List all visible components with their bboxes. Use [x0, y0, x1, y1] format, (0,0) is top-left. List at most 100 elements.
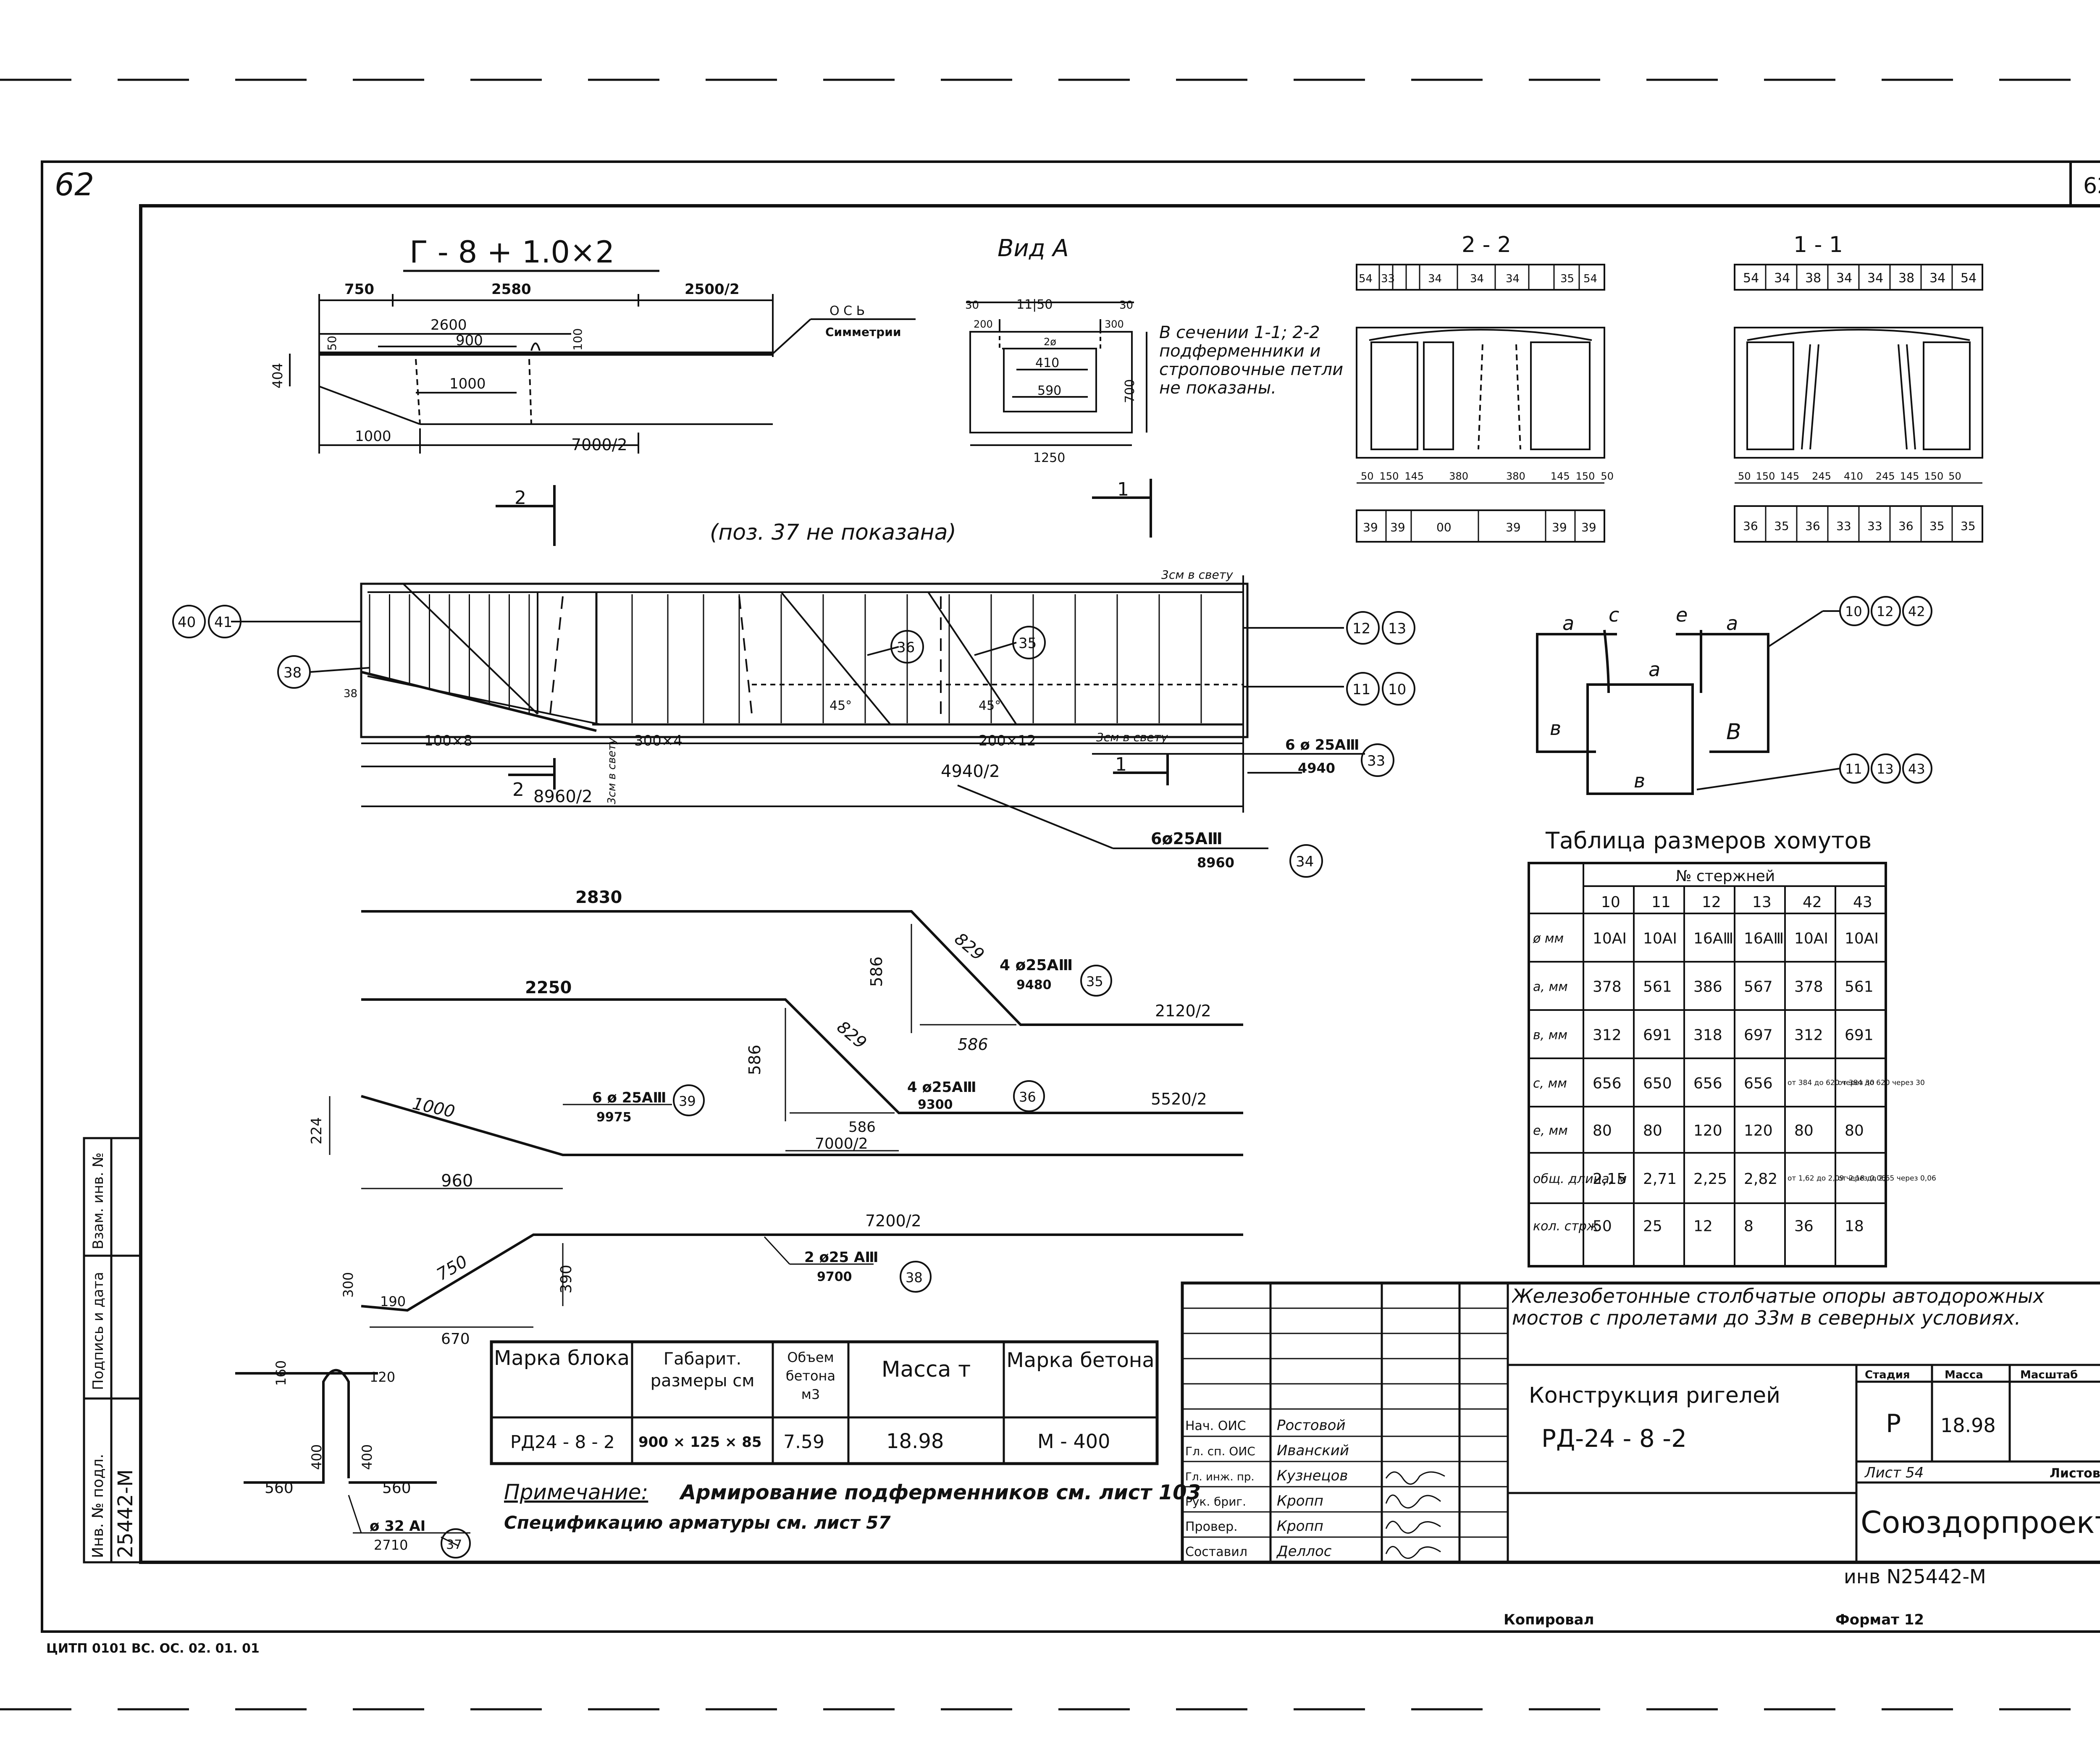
s22-top-5: 34 — [1470, 273, 1484, 285]
s22-top-0: 54 — [1359, 273, 1373, 285]
elevation: (поз. 37 не показана) — [172, 479, 1415, 878]
stirrup-callout-12: 12 — [1877, 603, 1894, 619]
stirrup-table-header: 10 — [1601, 894, 1620, 911]
view-a-dim-590: 590 — [1037, 383, 1061, 398]
staff-role-4: Провер. — [1185, 1519, 1238, 1534]
stirrup-table-cell: 567 — [1744, 979, 1773, 996]
stirrup-table-cell: от 2,18 до 2,65 через 0,06 — [1838, 1174, 1936, 1183]
stirrup-table-cell: 50 — [1593, 1218, 1612, 1235]
stirrup-table-cell: от 1,62 до 2,09 через 0,06 — [1788, 1174, 1886, 1183]
stirrup-table-header: 42 — [1803, 894, 1822, 911]
bar37-pos: 37 — [446, 1538, 462, 1552]
sheets-label: Листов — [2050, 1466, 2100, 1481]
s11-bottom-3: 33 — [1836, 519, 1851, 533]
bar-34-length: 8960 — [1197, 855, 1234, 871]
bar35-tail: 2120/2 — [1155, 1002, 1211, 1020]
stirrup-table-cell: 120 — [1744, 1122, 1773, 1139]
stirrup-table-cell: 80 — [1845, 1122, 1864, 1139]
stirrup-lines-zone-1 — [369, 594, 530, 714]
spacing-200x12: 200×12 — [979, 732, 1036, 749]
block-dims-value: 900 × 125 × 85 — [638, 1434, 762, 1451]
dim-2600: 2600 — [430, 317, 467, 333]
stirrup-table-cell: 561 — [1845, 979, 1874, 996]
view-a-dim-30a: 30 — [965, 299, 979, 312]
stirrup-table-cell: 120 — [1693, 1122, 1722, 1139]
callout-13: 13 — [1388, 620, 1406, 637]
title-block: Железобетонные столбчатые опоры автодоро… — [1181, 1281, 2100, 1564]
stirrup-letter-v2: в — [1634, 769, 1645, 792]
section-2-2-grid — [1357, 265, 1604, 542]
s11-top-4: 34 — [1867, 271, 1883, 286]
s11-bottom-2: 36 — [1805, 519, 1820, 533]
format-label: Формат 12 — [1835, 1611, 1924, 1628]
stirrup-table-row-label: ø мм — [1533, 931, 1564, 946]
bar38-hook: 190 — [380, 1294, 406, 1309]
view-a-dim-1150: 11|50 — [1016, 297, 1053, 312]
s22-top-4: 34 — [1428, 273, 1442, 285]
stage-value: Р — [1886, 1409, 1901, 1438]
bar35-top-length: 2830 — [575, 888, 622, 907]
s11-top-7: 54 — [1961, 271, 1977, 286]
stirrup-table-cell: 656 — [1593, 1075, 1622, 1092]
angle-45-b: 45° — [979, 698, 1001, 713]
stirrup-callout-13: 13 — [1877, 761, 1894, 777]
stirrup-table-cell: 561 — [1643, 979, 1672, 996]
dim-1000a: 1000 — [449, 375, 486, 392]
stirrup-table-cell: 2,71 — [1643, 1170, 1677, 1188]
stirrup-table-cell: 25 — [1643, 1218, 1662, 1235]
s11-top-3: 34 — [1836, 271, 1852, 286]
callout-33: 33 — [1367, 753, 1385, 769]
stirrup-table-cell: 312 — [1794, 1027, 1823, 1044]
s11-bottom-4: 33 — [1867, 519, 1882, 533]
side-inv-no: Инв. № подл. — [89, 1454, 107, 1558]
side-inv-value: 25442-М — [114, 1469, 137, 1558]
stirrup-table-cell: 8 — [1744, 1218, 1754, 1235]
bar-35: 2830 829 586 4 ø25АⅢ 9480 2120/2 586 35 — [361, 888, 1243, 1054]
bar37-v2: 400 — [359, 1444, 375, 1470]
block-grade-value: М - 400 — [1037, 1430, 1110, 1453]
bar38-length: 9700 — [817, 1270, 852, 1284]
bar35-hdim: 586 — [958, 1035, 988, 1054]
notes-line2: Спецификацию арматуры см. лист 57 — [504, 1512, 891, 1533]
stirrup-table-header: 11 — [1651, 894, 1671, 911]
bar-37: 160 120 400 400 560 560 ø 32 АⅠ 2710 37 — [235, 1360, 471, 1559]
stirrup-callout-42: 42 — [1908, 603, 1925, 619]
bar38-tail: 7200/2 — [865, 1212, 921, 1230]
stirrup-table-header: 12 — [1702, 894, 1721, 911]
stirrup-table-cell: 2,15 — [1593, 1170, 1626, 1188]
stirrup-table-row-label: е, мм — [1533, 1123, 1568, 1138]
callout-11: 11 — [1352, 681, 1370, 698]
view-a-dim-300: 300 — [1105, 318, 1124, 330]
dim-2580: 2580 — [491, 281, 531, 298]
view-a: Вид А 30 11|50 30 200 300 2ø 410 590 700… — [965, 235, 1147, 465]
bar37-length: 2710 — [374, 1537, 408, 1553]
stirrup-table-cell: 80 — [1593, 1122, 1612, 1139]
cover-bottom: 3см в свету — [1096, 730, 1168, 744]
stirrup-lines-zone-2 — [596, 594, 740, 723]
bar-33-length: 4940 — [1298, 760, 1335, 776]
dim-50: 50 — [325, 336, 339, 351]
s22-top-6: 34 — [1506, 273, 1520, 285]
staff-name-4: Кропп — [1277, 1518, 1323, 1535]
view-a-dim-1250: 1250 — [1033, 451, 1065, 465]
stirrup-letter-a2: а — [1648, 658, 1660, 681]
notes: Примечание: Армирование подферменников с… — [504, 1480, 1201, 1533]
callout-38: 38 — [284, 664, 302, 681]
dim-900: 900 — [456, 332, 483, 349]
title-description: Железобетонные столбчатые опоры автодоро… — [1512, 1285, 2045, 1329]
s11-top-0: 54 — [1743, 271, 1759, 286]
dim-38: 38 — [344, 687, 357, 700]
callout-34: 34 — [1296, 853, 1314, 870]
stirrup-table-cell: 2,82 — [1744, 1170, 1777, 1188]
callout-35: 35 — [1018, 635, 1037, 652]
section-note-text: В сечении 1-1; 2-2 подферменники и строп… — [1159, 323, 1344, 398]
half-length-4940: 4940/2 — [941, 762, 1000, 781]
bar36-pos: 36 — [1019, 1089, 1036, 1105]
bar37-arm1: 560 — [265, 1480, 294, 1497]
bar39-vert: 224 — [308, 1117, 325, 1144]
stirrup-table-cell: от 384 до 620 через 30 — [1838, 1079, 1925, 1087]
block-col-mark: Марка блока — [494, 1346, 630, 1370]
